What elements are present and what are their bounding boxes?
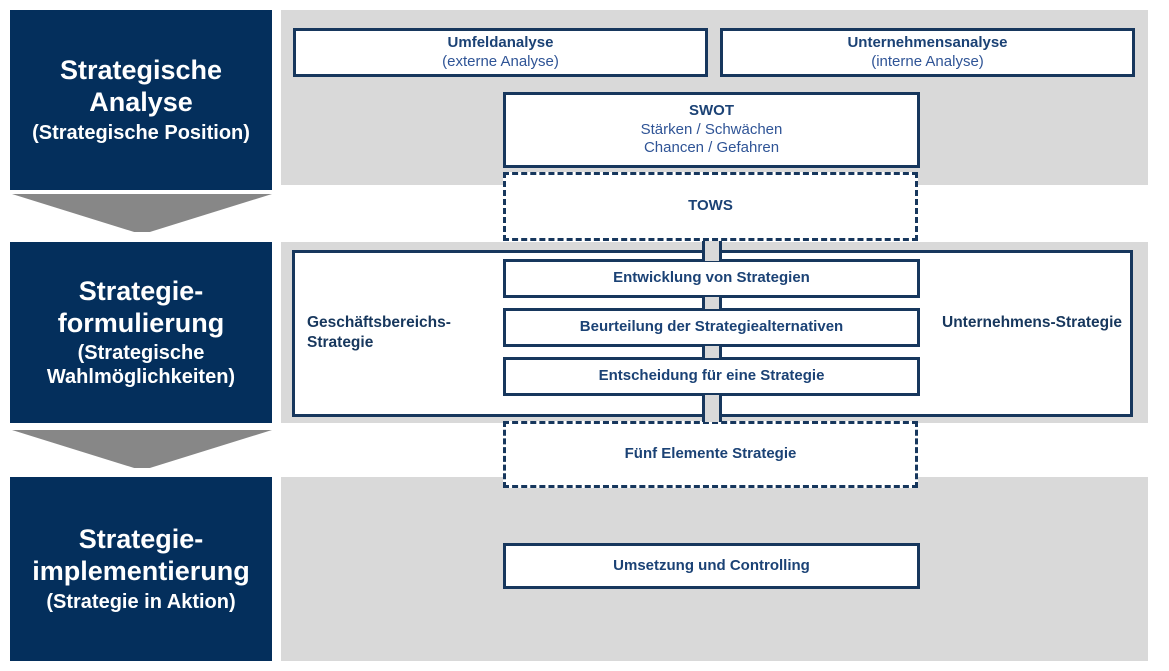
phase-subtitle: (Strategische Wahlmöglichkeiten) [46, 342, 236, 389]
box-subtitle: (interne Analyse) [871, 52, 984, 70]
swot-box: SWOT Stärken / Schwächen Chancen / Gefah… [503, 92, 920, 168]
swot-line-1: Stärken / Schwächen [640, 120, 783, 138]
connector-development-to-evaluation [702, 297, 722, 309]
box-title: Fünf Elemente Strategie [624, 445, 797, 463]
box-subtitle: (externe Analyse) [442, 52, 559, 70]
phase-title: Strategische Analyse [59, 55, 223, 117]
phase-box-strategic-analysis: Strategische Analyse (Strategische Posit… [10, 10, 272, 190]
phase-subtitle: (Strategie in Aktion) [46, 590, 236, 613]
connector-decision-to-five-elements [702, 395, 722, 422]
box-title: SWOT [689, 101, 734, 119]
execution-controlling-box: Umsetzung und Controlling [503, 543, 920, 589]
box-title: Umsetzung und Controlling [613, 556, 810, 574]
corporate-strategy-label: Unternehmens-Strategie [942, 314, 1123, 331]
phase-box-strategy-implementation: Strategie-implementierung (Strategie in … [10, 477, 272, 661]
strategy-decision-box: Entscheidung für eine Strategie [503, 357, 920, 396]
box-title: Beurteilung der Strategiealternativen [579, 318, 844, 336]
box-title: Entwicklung von Strategien [613, 269, 810, 287]
box-title: Unternehmensanalyse [847, 33, 1008, 51]
box-title: Umfeldanalyse [447, 33, 554, 51]
phase-title: Strategie-implementierung [32, 524, 250, 586]
connector-tows-to-development [702, 241, 722, 261]
box-title: TOWS [688, 197, 733, 215]
down-arrow-icon [12, 194, 272, 232]
strategy-evaluation-box: Beurteilung der Strategiealternativen [503, 308, 920, 347]
swot-line-2: Chancen / Gefahren [643, 139, 780, 157]
phase-box-strategy-formulation: Strategie-formulierung (Strategische Wah… [10, 242, 272, 423]
unternehmensanalyse-box: Unternehmensanalyse (interne Analyse) [720, 28, 1135, 77]
strategy-development-box: Entwicklung von Strategien [503, 259, 920, 298]
business-unit-strategy-label: Geschäftsbereichs-Strategie [307, 314, 451, 352]
connector-evaluation-to-decision [702, 346, 722, 358]
tows-box: TOWS [503, 172, 918, 241]
phase-subtitle: (Strategische Position) [32, 121, 250, 144]
box-title: Entscheidung für eine Strategie [598, 367, 825, 385]
five-elements-strategy-box: Fünf Elemente Strategie [503, 421, 918, 488]
down-arrow-icon [12, 430, 272, 468]
phase-title: Strategie-formulierung [57, 275, 225, 338]
umfeldanalyse-box: Umfeldanalyse (externe Analyse) [293, 28, 708, 77]
